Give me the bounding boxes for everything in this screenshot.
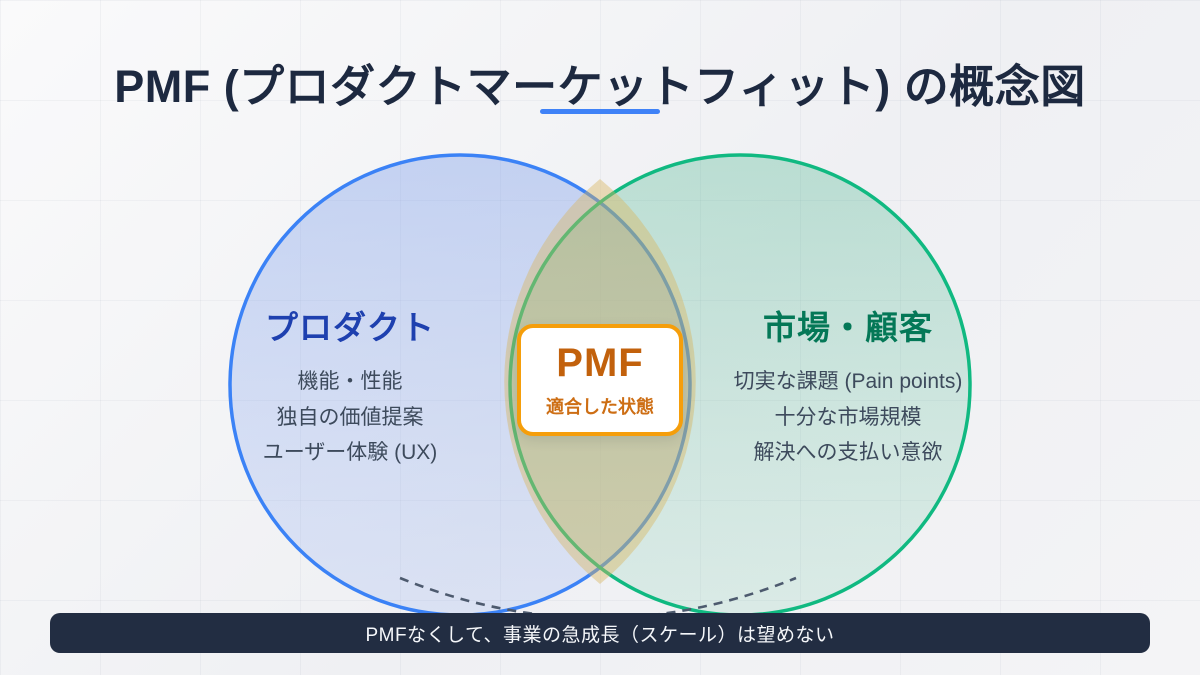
product-items: 機能・性能 独自の価値提案 ユーザー体験 (UX) [190,364,510,471]
pmf-sublabel: 適合した状態 [546,396,654,417]
product-item: 独自の価値提案 [276,405,424,429]
title-underline [540,109,660,114]
pmf-label: PMF [556,340,644,385]
market-items: 切実な課題 (Pain points) 十分な市場規模 解決への支払い意欲 [668,364,1028,471]
footer-text: PMFなくして、事業の急成長（スケール）は望めない [365,624,835,646]
footer-banner: PMFなくして、事業の急成長（スケール）は望めない [50,613,1150,653]
product-heading: プロダクト [265,309,435,346]
pmf-box: PMF 適合した状態 [517,324,683,436]
market-section: 市場・顧客 切実な課題 (Pain points) 十分な市場規模 解決への支払… [668,306,1028,471]
product-item: 機能・性能 [297,370,403,393]
product-section: プロダクト 機能・性能 独自の価値提案 ユーザー体験 (UX) [190,306,510,471]
market-item: 十分な市場規模 [774,405,922,429]
scale-dashed-curve [399,576,797,620]
market-item: 切実な課題 (Pain points) [733,370,963,393]
market-heading: 市場・顧客 [763,309,933,346]
market-item: 解決への支払い意欲 [753,441,943,464]
product-item: ユーザー体験 (UX) [262,441,438,464]
page-title: PMF (プロダクトマーケットフィット) の概念図 [114,61,1086,112]
